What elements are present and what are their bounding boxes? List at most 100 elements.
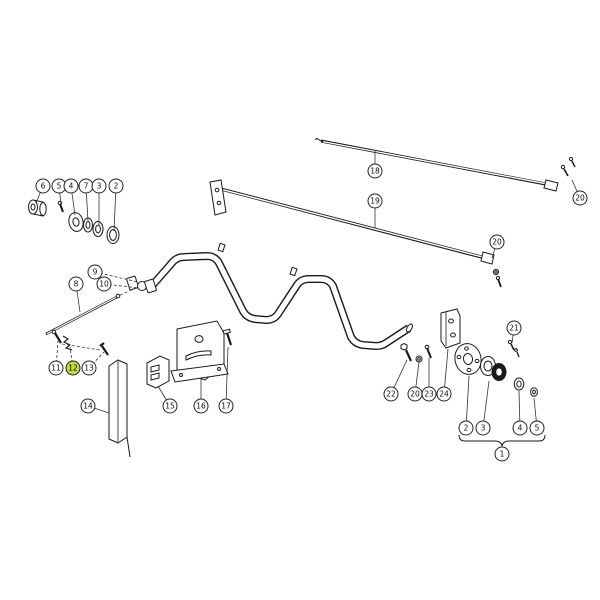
callout-circle[interactable] (91, 178, 107, 194)
rod-19 (209, 179, 502, 288)
leader-line (88, 351, 105, 369)
callout-9[interactable]: 9 (87, 264, 139, 283)
bolt-17 (222, 328, 233, 346)
callout-18[interactable]: 18 (367, 151, 383, 179)
callout-circle[interactable] (162, 398, 178, 414)
callout-circle[interactable] (506, 320, 522, 336)
callout-23[interactable]: 23 (421, 358, 437, 402)
callout-circle[interactable] (80, 398, 96, 414)
callout-16[interactable]: 16 (193, 379, 209, 414)
callout-circle[interactable] (421, 386, 437, 402)
callout-circle[interactable] (367, 193, 383, 209)
callout-20[interactable]: 20 (407, 361, 423, 402)
callout-number: 13 (84, 364, 94, 373)
callout-number: 12 (68, 364, 78, 373)
callout-5[interactable]: 5 (529, 397, 545, 436)
callout-circle[interactable] (458, 420, 474, 436)
callout-circle[interactable] (475, 420, 491, 436)
callout-circle[interactable] (489, 234, 505, 250)
shaft-joint (126, 275, 157, 294)
callout-15[interactable]: 15 (157, 385, 178, 414)
leader-line (225, 346, 229, 407)
callout-4[interactable]: 4 (512, 390, 528, 436)
callout-circle-highlighted[interactable] (65, 360, 81, 376)
callout-number: 16 (196, 402, 206, 411)
callout-circle[interactable] (494, 446, 510, 462)
callout-circle[interactable] (436, 386, 452, 402)
callout-number: 20 (492, 238, 502, 247)
callout-20[interactable]: 20 (489, 234, 505, 259)
callout-6[interactable]: 6 (35, 178, 51, 204)
callout-2[interactable]: 2 (458, 375, 474, 436)
callout-21[interactable]: 21 (506, 320, 522, 344)
callout-10[interactable]: 10 (96, 276, 140, 292)
screw-23 (424, 344, 432, 359)
callout-24[interactable]: 24 (436, 348, 452, 402)
bolt-22 (400, 342, 413, 362)
washer-20-bottom (415, 355, 423, 363)
callout-7[interactable]: 7 (78, 178, 94, 222)
callout-circle[interactable] (383, 386, 399, 402)
callout-circle[interactable] (35, 178, 51, 194)
bolt-13 (61, 342, 109, 356)
callout-number: 14 (83, 402, 93, 411)
callout-number: 4 (69, 182, 74, 191)
callout-circle[interactable] (108, 178, 124, 194)
callout-3[interactable]: 3 (475, 380, 491, 436)
callout-number: 24 (439, 390, 449, 399)
plate-16 (170, 320, 229, 383)
callout-number: 15 (165, 402, 175, 411)
callout-17[interactable]: 17 (218, 346, 234, 414)
callout-number: 21 (509, 324, 519, 333)
callout-circle[interactable] (81, 360, 97, 376)
callout-number: 5 (535, 424, 540, 433)
callout-8[interactable]: 8 (68, 276, 84, 313)
fastener-set-top-right (560, 156, 576, 177)
callout-13[interactable]: 13 (81, 351, 105, 376)
washer-4-right (513, 377, 525, 391)
callout-number: 9 (93, 268, 98, 277)
callout-circle[interactable] (572, 190, 588, 206)
callout-3[interactable]: 3 (91, 178, 107, 226)
callout-19[interactable]: 19 (367, 193, 383, 228)
spring-12 (62, 335, 73, 351)
callout-number: 20 (410, 390, 420, 399)
leader-line (69, 346, 74, 369)
callout-14[interactable]: 14 (80, 398, 110, 414)
callout-4[interactable]: 4 (63, 178, 79, 216)
callout-circle[interactable] (63, 178, 79, 194)
callout-5[interactable]: 5 (51, 178, 67, 205)
callout-circle[interactable] (96, 276, 112, 292)
channel-bracket-14 (108, 359, 131, 458)
leader-line (482, 380, 490, 429)
pin-5 (57, 200, 64, 213)
callout-circle[interactable] (512, 420, 528, 436)
callout-number: 23 (424, 390, 434, 399)
callout-circle[interactable] (529, 420, 545, 436)
nut-5-right (530, 387, 538, 397)
callout-number: 3 (97, 182, 102, 191)
callout-number: 19 (370, 197, 380, 206)
callout-circle[interactable] (218, 398, 234, 414)
callout-22[interactable]: 22 (383, 359, 408, 402)
group-brace (458, 434, 546, 447)
callout-circle[interactable] (68, 276, 84, 292)
callout-11[interactable]: 11 (48, 340, 64, 376)
callout-number: 20 (575, 194, 585, 203)
leader-line (55, 340, 59, 369)
callout-1[interactable]: 1 (494, 446, 510, 462)
callout-number: 2 (464, 424, 469, 433)
rod-18 (314, 137, 559, 192)
callout-circle[interactable] (48, 360, 64, 376)
callout-number: 10 (99, 280, 109, 289)
crank-tube (146, 242, 414, 350)
callout-2[interactable]: 2 (108, 178, 124, 232)
callout-circle[interactable] (193, 398, 209, 414)
callout-circle[interactable] (87, 264, 103, 280)
callout-number: 6 (41, 182, 46, 191)
callout-12[interactable]: 12 (65, 346, 81, 376)
callout-circle[interactable] (367, 163, 383, 179)
callout-20[interactable]: 20 (571, 179, 588, 206)
